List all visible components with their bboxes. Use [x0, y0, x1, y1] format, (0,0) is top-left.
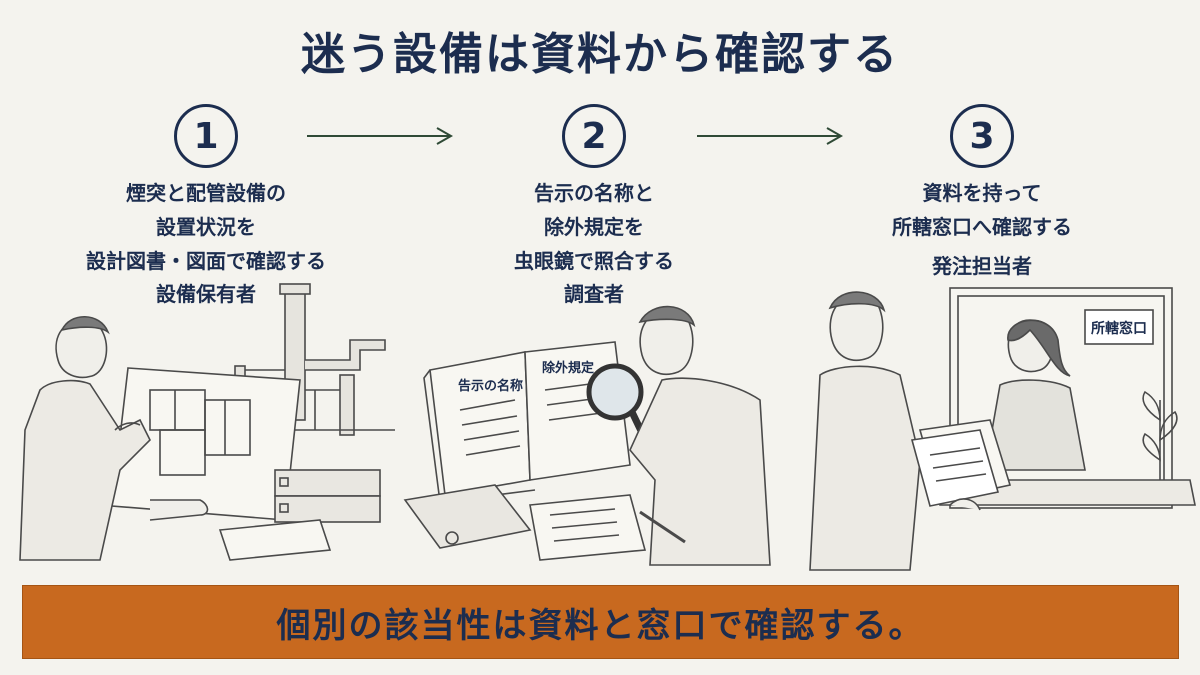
illustration-investigator-book: 告示の名称 除外規定: [403, 305, 771, 566]
step-2-line: 除外規定を: [544, 215, 644, 239]
step-2-line: 告示の名称と: [534, 181, 654, 205]
step-1-number: 1: [174, 104, 238, 168]
book-label-exclusion-rule: 除外規定: [542, 360, 594, 376]
book-label-notice-name: 告示の名称: [458, 378, 523, 394]
step-3-number: 3: [950, 104, 1014, 168]
step-1-description: 煙突と配管設備の 設置状況を 設計図書・図面で確認する: [56, 176, 356, 278]
step-3-description: 資料を持って 所轄窓口へ確認する: [832, 176, 1132, 244]
arrow-right-icon: [307, 127, 454, 145]
step-3-role: 発注担当者: [932, 254, 1032, 278]
step-3-line: 所轄窓口へ確認する: [892, 215, 1072, 239]
illustration-owner-blueprint: [19, 283, 395, 561]
step-1-line: 設置状況を: [156, 215, 256, 239]
summary-banner: 個別の該当性は資料と窓口で確認する。: [22, 585, 1179, 659]
arrow-right-icon: [697, 127, 844, 145]
step-3-line: 資料を持って: [922, 181, 1042, 205]
illustration-staff-service-window: 所轄窓口: [809, 287, 1196, 571]
step-1-line: 設計図書・図面で確認する: [86, 249, 326, 273]
page-title: 迷う設備は資料から確認する: [301, 29, 899, 80]
step-1-line: 煙突と配管設備の: [126, 181, 286, 205]
step-2-line: 虫眼鏡で照合する: [514, 249, 674, 273]
step-2-description: 告示の名称と 除外規定を 虫眼鏡で照合する: [444, 176, 744, 278]
counter-sign-label: 所轄窓口: [1091, 320, 1147, 337]
step-2-number: 2: [562, 104, 626, 168]
step-1-role: 設備保有者: [156, 282, 256, 306]
step-2-role: 調査者: [564, 282, 624, 306]
